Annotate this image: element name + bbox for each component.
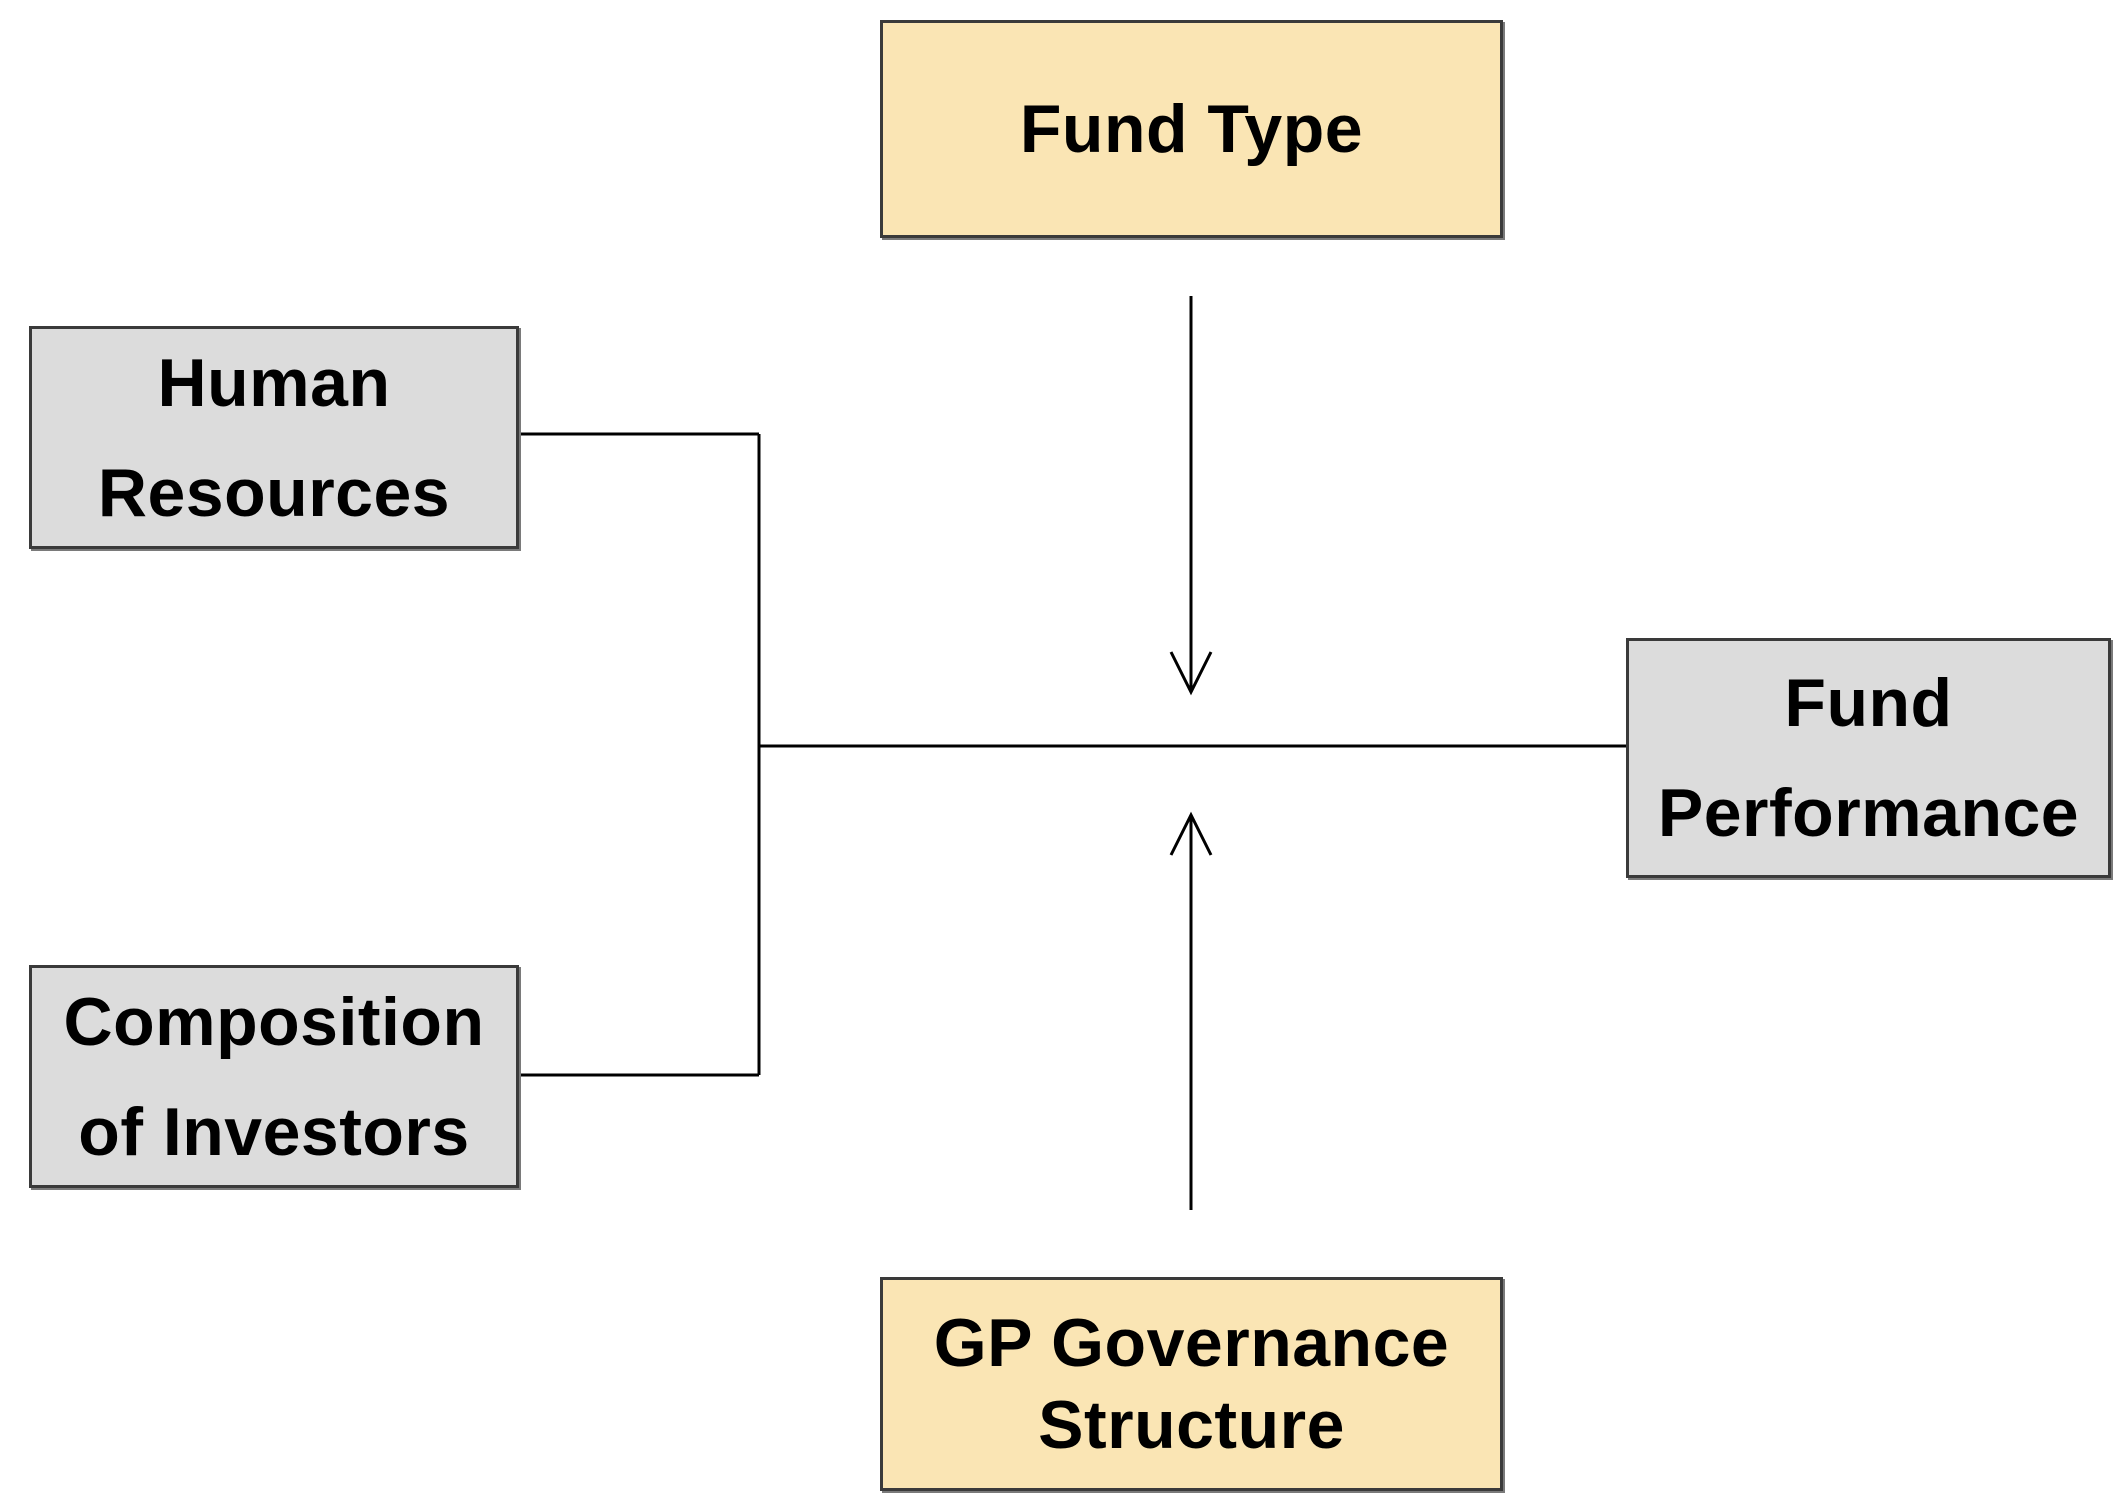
human-resources-label-line-2: Resources (97, 454, 451, 531)
composition-label-line-2: of Investors (78, 1093, 470, 1170)
fund-performance-box: Fund Performance (1626, 638, 2111, 878)
fund-type-box: Fund Type (880, 20, 1503, 238)
fund-type-arrow-head (1169, 651, 1213, 696)
gp-governance-label-line-1: GP Governance (933, 1305, 1450, 1381)
gp-governance-arrow-head (1169, 811, 1213, 856)
human-resources-label-line-1: Human (157, 344, 391, 421)
gp-governance-label-line-2: Structure (1038, 1387, 1345, 1463)
fund-performance-label-line-2: Performance (1657, 775, 2080, 851)
composition-label-line-1: Composition (63, 983, 485, 1060)
composition-of-investors-box: Composition of Investors (29, 965, 519, 1188)
fund-type-label: Fund Type (1019, 91, 1364, 167)
fund-performance-label-line-1: Fund (1784, 665, 1953, 741)
human-resources-box: Human Resources (29, 326, 519, 549)
gp-governance-structure-box: GP Governance Structure (880, 1277, 1503, 1491)
